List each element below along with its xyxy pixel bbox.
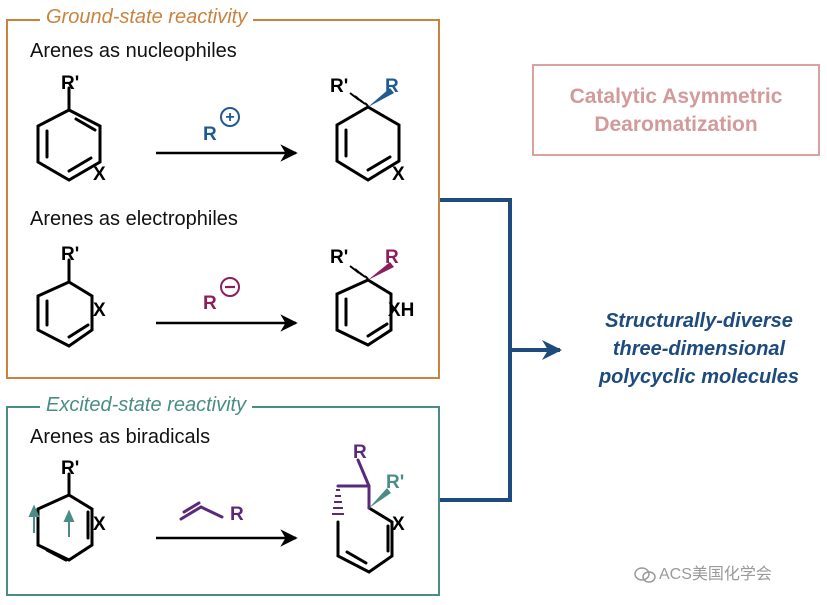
electrophile-product-substituent-1: R'	[330, 247, 348, 268]
electrophile-product-substituent-2: R	[385, 247, 399, 268]
nucleophile-reactant-molecule	[36, 86, 102, 182]
nucleophile-product-substituent-2: R	[385, 76, 399, 97]
catalytic-dearomatization-box: Catalytic Asymmetric Dearomatization	[532, 64, 820, 156]
cyclobutane-hash	[332, 489, 344, 515]
biradical-product-molecule	[336, 506, 394, 574]
catalytic-line-1: Catalytic Asymmetric	[569, 85, 783, 108]
positive-charge-sign: +	[225, 109, 234, 126]
electrophile-reactant-molecule	[36, 258, 94, 348]
biradical-reactant-heteroatom: X	[93, 514, 106, 535]
nucleophile-reactant-substituent: R'	[61, 73, 79, 94]
radical-electron-icon	[28, 504, 75, 537]
electrophile-reactant-heteroatom: X	[93, 300, 106, 321]
chat-bubble-icon	[634, 567, 656, 583]
outcome-line-2: three-dimensional	[612, 338, 786, 360]
biradical-product-heteroatom: X	[392, 514, 405, 535]
electrophile-product-heteroatom: XH	[388, 300, 414, 321]
ground-state-title: Ground-state reactivity	[40, 6, 254, 29]
nucleophile-product-heteroatom: X	[392, 164, 405, 185]
electrophile-reactant-substituent: R'	[61, 244, 79, 265]
outcome-text: Structurally-diverse three-dimensional p…	[568, 307, 827, 391]
nucleophile-product-molecule	[335, 105, 401, 182]
biradical-reagent: R	[230, 504, 244, 525]
negative-charge-icon	[220, 277, 240, 297]
watermark-text: ACS美国化学会	[659, 566, 772, 583]
electrophile-product-hash	[349, 265, 369, 280]
alkene-reagent-icon	[179, 501, 224, 521]
biradical-product-wedge	[369, 488, 391, 508]
outcome-line-3: polycyclic molecules	[598, 366, 800, 388]
positive-charge-icon	[220, 107, 240, 127]
catalytic-line-2: Dearomatization	[594, 113, 758, 136]
biradicals-label: Arenes as biradicals	[30, 426, 211, 448]
convergence-bracket	[440, 198, 562, 502]
nucleophile-product-substituent-1: R'	[330, 76, 348, 97]
electrophile-product-molecule	[335, 278, 393, 347]
electrophile-reagent: R	[203, 293, 217, 314]
biradical-product-substituent-1: R	[353, 442, 367, 463]
nucleophile-reactant-heteroatom: X	[93, 164, 106, 185]
nucleophiles-label: Arenes as nucleophiles	[30, 40, 237, 62]
outcome-line-1: Structurally-diverse	[605, 310, 793, 332]
watermark: ACS美国化学会	[634, 560, 772, 584]
electrophiles-label: Arenes as electrophiles	[30, 208, 238, 230]
nucleophile-product-wedge	[368, 88, 394, 107]
electrophile-product-wedge	[368, 262, 394, 280]
biradical-product-substituent-2: R'	[386, 472, 404, 493]
biradical-reactant-substituent: R'	[61, 458, 79, 479]
excited-state-title: Excited-state reactivity	[40, 394, 253, 417]
nucleophile-product-hash	[349, 92, 369, 107]
cyclobutane-ring	[336, 458, 371, 510]
biradical-reactant-molecule	[36, 472, 94, 562]
nucleophile-reagent: R	[203, 124, 217, 145]
